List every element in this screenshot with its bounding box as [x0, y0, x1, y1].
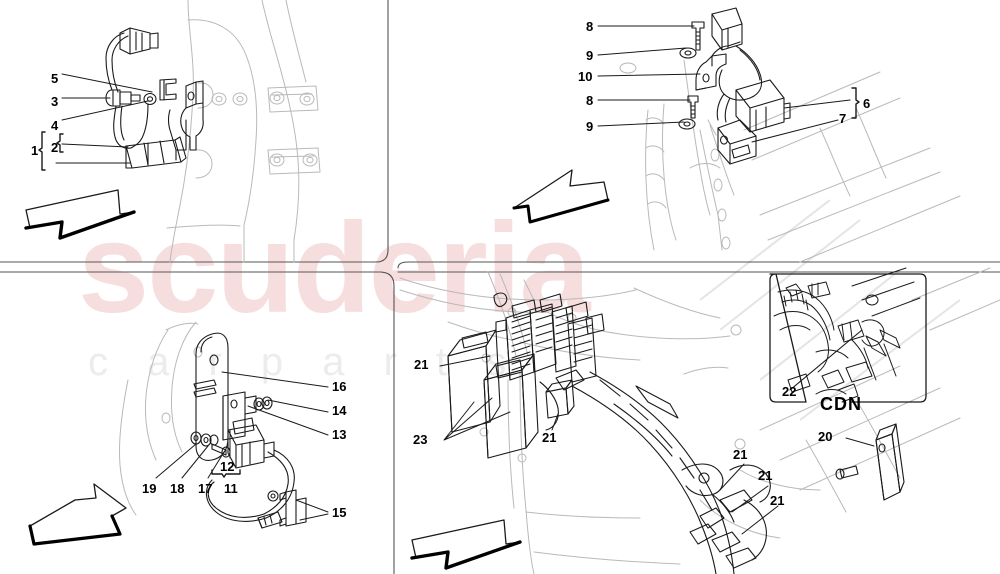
tl-body-ghost	[166, 0, 321, 263]
callout-21-e: 21	[770, 493, 785, 508]
tr-direction-arrow	[512, 169, 610, 224]
tl-part-3-sensor	[105, 89, 141, 107]
callout-11: 11	[224, 481, 238, 496]
tr-wire-harness	[716, 45, 763, 123]
callout-5: 5	[51, 71, 59, 86]
bl-wire-harness	[205, 449, 295, 522]
bl-body-ghost	[118, 321, 203, 516]
callout-15: 15	[332, 505, 347, 520]
callout-9-lower: 9	[586, 119, 594, 134]
bl-part-13-bracket	[222, 391, 257, 441]
br-fusebox-assembly	[493, 292, 605, 383]
callout-8-lower: 8	[586, 93, 594, 108]
tl-brace-1	[38, 131, 64, 171]
tr-leaders	[597, 25, 851, 143]
callout-18: 18	[170, 481, 185, 496]
tr-brace-6	[851, 87, 860, 119]
tl-wire-harness	[105, 32, 149, 149]
tr-part-8b-screw	[687, 95, 699, 119]
tr-part-6-relay	[735, 79, 791, 133]
callout-22: 22	[782, 384, 797, 399]
tr-part-8a-screw	[691, 21, 705, 51]
tr-part-9a-washer	[679, 47, 697, 59]
bl-part-14-washers	[253, 396, 273, 411]
br-direction-arrow	[410, 519, 522, 570]
br-part-20-cover	[835, 423, 905, 501]
callout-9-upper: 9	[586, 48, 594, 63]
callout-13: 13	[332, 427, 347, 442]
callout-2: 2	[51, 140, 59, 155]
callout-21-c: 21	[733, 447, 748, 462]
bl-part-15-bracket	[257, 489, 307, 529]
br-part-23-modules	[447, 329, 539, 459]
callout-3: 3	[51, 94, 59, 109]
tr-body-ghost	[619, 59, 961, 263]
callout-14: 14	[332, 403, 347, 418]
tl-part-4-washer	[143, 92, 157, 106]
bl-part-11-actuator	[227, 424, 275, 469]
tl-part-1-connector-body	[125, 136, 187, 169]
callout-10: 10	[578, 69, 593, 84]
callout-19: 19	[142, 481, 157, 496]
callout-17: 17	[198, 481, 213, 496]
tr-part-9b-washer	[678, 118, 696, 130]
br-part-21-relay-small	[545, 379, 575, 419]
callout-16: 16	[332, 379, 347, 394]
inset-cdn-title: CDN	[820, 394, 862, 414]
tl-leaders	[55, 73, 153, 164]
callout-1: 1	[31, 143, 39, 158]
callout-8-upper: 8	[586, 19, 594, 34]
callout-21-d: 21	[758, 468, 773, 483]
tl-part-bracket	[167, 80, 204, 161]
tl-part-clip	[159, 78, 177, 101]
callout-6: 6	[863, 96, 871, 111]
tr-part-connector-top	[711, 7, 743, 51]
br-inset-cdn-frame	[769, 273, 927, 403]
bl-direction-arrow	[28, 483, 127, 546]
br-main-harness	[539, 369, 771, 574]
callout-20: 20	[818, 429, 833, 444]
callout-12: 12	[220, 459, 235, 474]
tl-part-5-connector	[119, 27, 159, 55]
callout-21-a: 21	[414, 357, 429, 372]
br-leaders	[439, 355, 875, 535]
bl-brace-11	[211, 469, 241, 478]
br-body-ghost	[399, 267, 1000, 574]
callout-23: 23	[413, 432, 428, 447]
callout-7: 7	[839, 111, 847, 126]
bl-part-pins	[193, 379, 217, 398]
callout-21-b: 21	[542, 430, 557, 445]
tr-part-10-bracket	[695, 53, 727, 91]
callout-4: 4	[51, 118, 59, 133]
br-inset-cdn-art	[773, 267, 921, 403]
bl-leaders	[155, 371, 329, 521]
tl-direction-arrow	[24, 189, 136, 240]
